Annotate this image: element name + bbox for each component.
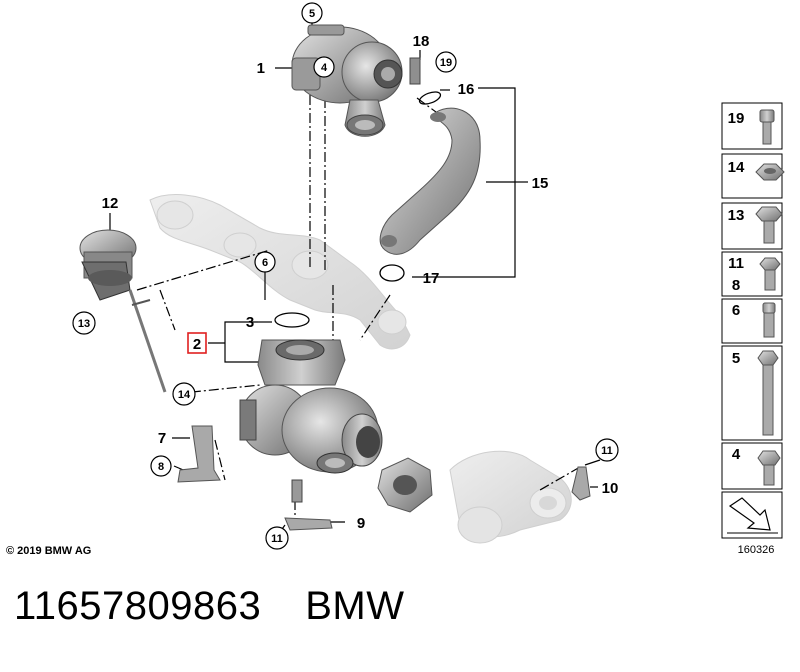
- brackets: [177, 425, 591, 531]
- outlet-flange: [377, 457, 433, 513]
- svg-text:5: 5: [309, 8, 315, 20]
- callout-1: 1: [257, 60, 265, 77]
- svg-text:4: 4: [732, 446, 741, 463]
- callout-7: 7: [158, 430, 166, 447]
- side-parts-panel: 19 14 13 11 8: [721, 102, 785, 556]
- side-part-19: 19: [721, 102, 783, 150]
- callout-9: 9: [357, 515, 365, 532]
- hex-bolt-short-icon: [757, 450, 781, 486]
- brand-name: BMW: [305, 584, 405, 628]
- svg-text:14: 14: [178, 389, 191, 401]
- callout-10: 10: [602, 480, 619, 497]
- callout-16: 16: [458, 81, 475, 98]
- arrow-icon: [727, 497, 778, 534]
- callout-6: 6: [254, 251, 276, 273]
- direction-arrow-box: [721, 491, 783, 539]
- callout-15: 15: [532, 175, 549, 192]
- side-part-4: 4: [721, 442, 783, 490]
- callout-11-right: 11: [595, 438, 619, 462]
- part-caption: 11657809863 BMW: [14, 584, 405, 629]
- callout-13: 13: [72, 311, 96, 335]
- svg-text:19: 19: [440, 57, 452, 69]
- callout-19: 19: [435, 51, 457, 73]
- side-part-11-8: 11 8: [721, 251, 783, 297]
- low-pressure-turbo-ghost: [449, 450, 572, 544]
- svg-text:19: 19: [728, 110, 745, 127]
- callout-5: 5: [301, 2, 323, 24]
- callouts: 5 4 19 6 13 14 8 11: [72, 2, 619, 550]
- svg-text:2: 2: [193, 336, 201, 353]
- callout-8: 8: [150, 455, 172, 477]
- svg-text:5: 5: [732, 350, 740, 367]
- torx-bolt-icon: [762, 302, 776, 338]
- main-turbocharger: [239, 339, 383, 503]
- svg-text:13: 13: [78, 318, 90, 330]
- hex-bolt-icon: [759, 257, 781, 291]
- side-part-14: 14: [721, 153, 785, 199]
- wastegate-actuator: [79, 229, 167, 393]
- callout-17: 17: [423, 270, 440, 287]
- diagram-ref-number: 160326: [738, 544, 775, 556]
- svg-text:11: 11: [728, 255, 744, 272]
- callout-11-bottom: 11: [265, 526, 289, 550]
- svg-text:11: 11: [271, 533, 283, 545]
- svg-text:14: 14: [728, 159, 745, 176]
- copyright-text: © 2019 BMW AG: [6, 545, 91, 557]
- callout-2: 2: [187, 332, 207, 354]
- svg-text:6: 6: [732, 302, 740, 319]
- svg-text:13: 13: [728, 207, 745, 224]
- exhaust-manifold-ghost: [149, 194, 411, 350]
- o-rings: [274, 91, 442, 328]
- side-part-6: 6: [721, 298, 783, 344]
- callout-12: 12: [102, 195, 119, 212]
- side-part-13: 13: [721, 202, 783, 250]
- socket-head-bolt-icon: [759, 109, 775, 145]
- svg-text:11: 11: [601, 445, 613, 457]
- hex-nut-icon: [755, 163, 785, 181]
- callout-4: 4: [313, 56, 335, 78]
- svg-text:4: 4: [321, 62, 328, 74]
- callout-14: 14: [172, 382, 196, 406]
- svg-text:6: 6: [262, 257, 268, 269]
- callout-18: 18: [413, 33, 430, 50]
- svg-text:8: 8: [158, 461, 164, 473]
- flange-bolt-icon: [755, 206, 783, 244]
- svg-text:8: 8: [732, 277, 740, 294]
- part-number: 11657809863: [14, 584, 262, 628]
- upper-turbocharger: [291, 24, 421, 137]
- charge-pipe: [379, 107, 481, 255]
- callout-3: 3: [246, 314, 254, 331]
- side-part-5: 5: [721, 345, 783, 441]
- long-stud-bolt-icon: [757, 350, 779, 436]
